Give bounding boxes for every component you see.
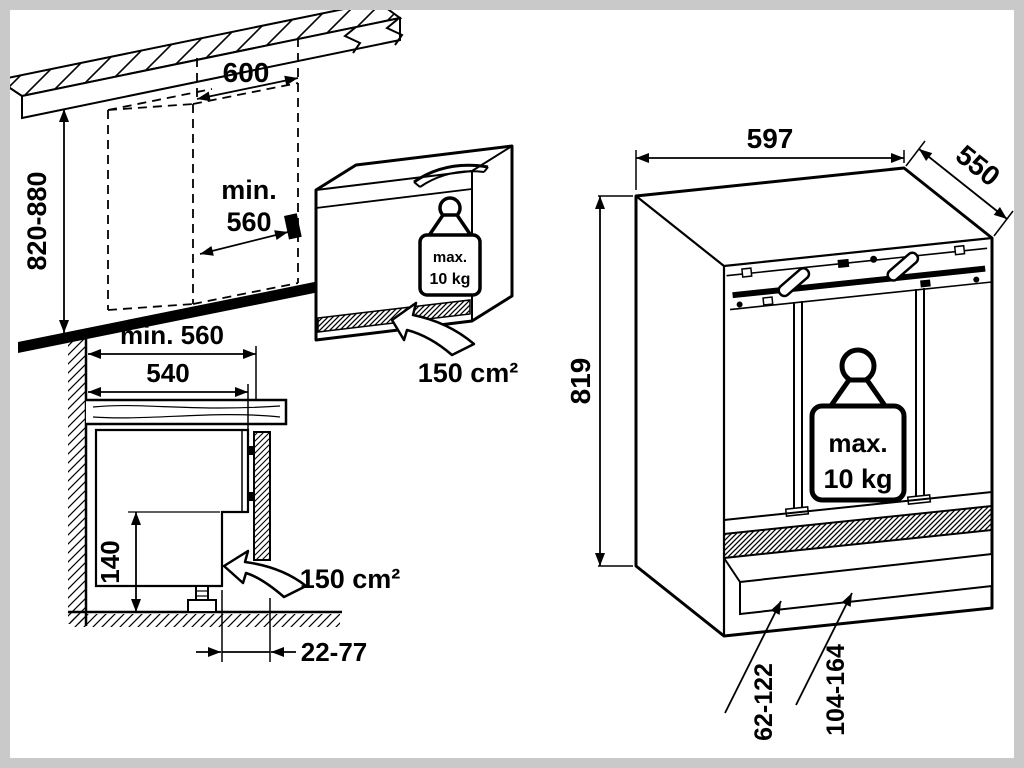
appliance-width-label: 597 bbox=[747, 123, 794, 154]
mounting-hardware bbox=[736, 244, 980, 308]
niche-dashed-outline bbox=[107, 82, 299, 311]
weight-max-label: max. bbox=[828, 428, 887, 458]
niche-width-label: 600 bbox=[223, 57, 270, 88]
section-depth-min-label: min. 560 bbox=[120, 320, 224, 350]
dim-appliance-height: 819 bbox=[565, 195, 633, 567]
appliance-edges bbox=[635, 195, 993, 636]
appliance-height-label: 819 bbox=[565, 358, 596, 405]
dim-niche-width: 600 bbox=[196, 38, 299, 104]
weight-kg-label: 10 kg bbox=[430, 271, 471, 288]
niche-depth-label-value: 560 bbox=[226, 207, 271, 237]
dim-plinth-recess: 62-122 104-164 bbox=[724, 592, 853, 741]
section-inner-depth-label: 540 bbox=[146, 358, 189, 388]
floor-slab bbox=[18, 278, 334, 353]
niche-height-label: 820-880 bbox=[22, 171, 52, 270]
mounting-bracket-left bbox=[777, 266, 811, 298]
door-bracket bbox=[248, 446, 254, 455]
airflow-arrow-icon bbox=[222, 549, 308, 599]
plinth-height-label: 140 bbox=[95, 540, 125, 583]
vent-grille-strip bbox=[723, 504, 993, 560]
vent-grille-strip bbox=[317, 299, 471, 333]
door-handle bbox=[413, 163, 489, 188]
weight-kg-label: 10 kg bbox=[823, 464, 892, 494]
furniture-door-panel bbox=[253, 431, 271, 561]
dim-door-gap: 22-77 bbox=[196, 590, 367, 667]
wall-hatch bbox=[68, 338, 86, 624]
section-diagram: min. 560 540 140 bbox=[68, 320, 400, 667]
mounting-bracket-right bbox=[886, 251, 920, 282]
airflow-arrow-icon bbox=[390, 301, 476, 357]
plinth-recess-min-label: 62-122 bbox=[750, 663, 778, 741]
dim-niche-height: 820-880 bbox=[22, 109, 69, 333]
weight-knob bbox=[839, 347, 877, 385]
plinth-recess bbox=[739, 552, 993, 616]
weight-box bbox=[809, 403, 907, 503]
worktop-front-face bbox=[21, 16, 401, 120]
wood-grain bbox=[92, 404, 281, 409]
door-mounting-rail bbox=[726, 244, 991, 311]
niche-depth-label-min: min. bbox=[221, 175, 277, 205]
vent-area-label: 150 cm² bbox=[300, 564, 401, 594]
worktop-break-line bbox=[385, 18, 404, 46]
weight-max-label: max. bbox=[433, 249, 467, 266]
worktop-section bbox=[86, 398, 288, 426]
sliding-rail-right bbox=[906, 288, 932, 505]
plinth-step-line bbox=[723, 557, 741, 583]
door-bracket bbox=[248, 492, 254, 501]
plinth-recess-max-label: 104-164 bbox=[822, 644, 850, 736]
door-gap-label: 22-77 bbox=[301, 637, 368, 667]
niche-installation-diagram: 600 820-880 min. 560 bbox=[10, 10, 519, 388]
floor-hatch bbox=[70, 614, 340, 627]
wood-grain bbox=[92, 414, 281, 419]
weight-limit-icon-large: max. 10 kg bbox=[809, 347, 907, 503]
adjustable-foot bbox=[187, 585, 217, 613]
door-bottom-seam bbox=[723, 491, 993, 521]
worktop-break-line bbox=[343, 26, 362, 54]
dim-niche-depth: min. 560 bbox=[199, 175, 289, 256]
weight-box bbox=[418, 233, 482, 297]
weight-limit-icon-small: max. 10 kg bbox=[418, 196, 482, 297]
dim-section-inner-depth: 540 bbox=[88, 358, 249, 432]
door-seam bbox=[315, 188, 473, 209]
appliance-front-diagram: max. 10 kg 597 550 819 bbox=[565, 123, 1014, 741]
dim-appliance-width: 597 bbox=[635, 123, 905, 190]
socket-marker bbox=[284, 213, 302, 240]
dim-section-depth-min: min. 560 bbox=[88, 320, 257, 400]
vent-area-label: 150 cm² bbox=[418, 358, 519, 388]
dim-plinth-height: 140 bbox=[95, 511, 220, 612]
appliance-inserting: max. 10 kg bbox=[314, 144, 514, 342]
